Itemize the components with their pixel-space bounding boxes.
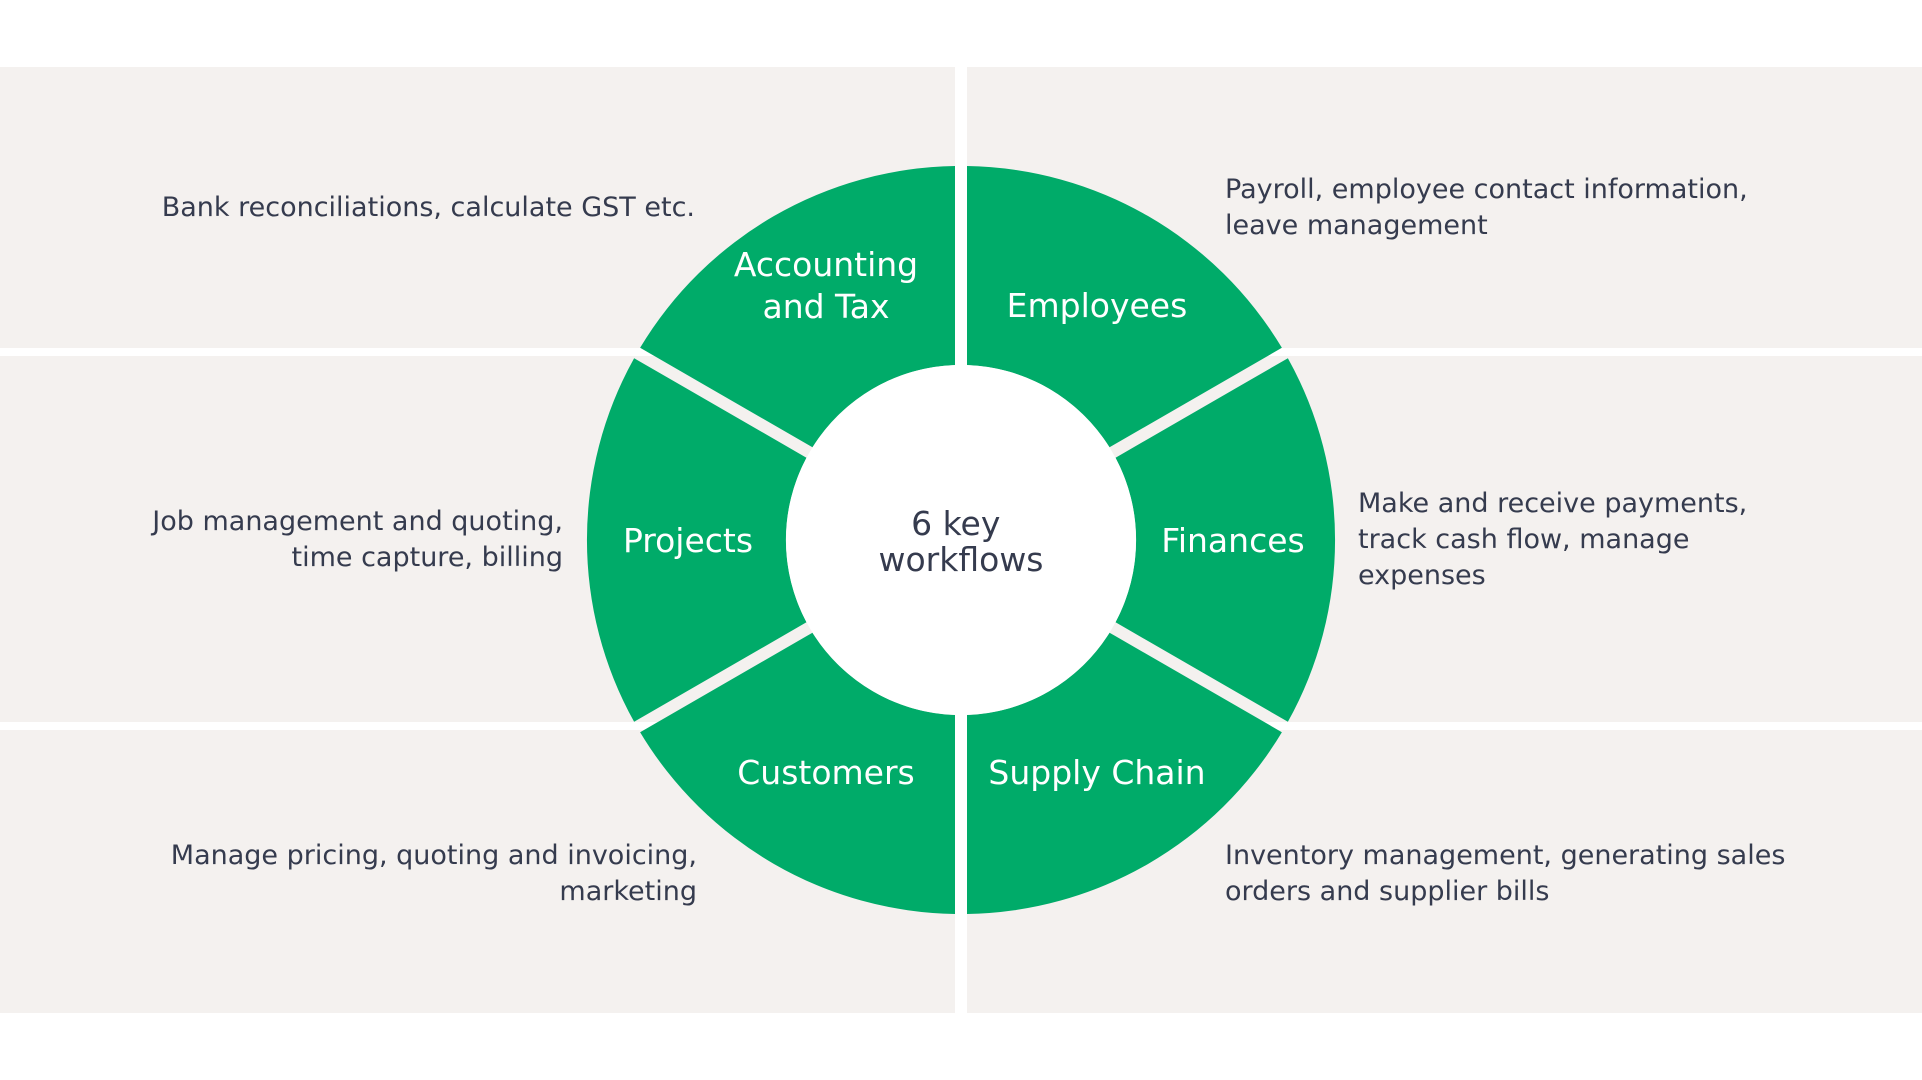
segment-label-line: Finances [1161,521,1304,560]
description-line: Bank reconciliations, calculate GST etc. [161,192,695,223]
segment-label-line: and Tax [762,287,889,326]
description-employees: Payroll, employee contact information, l… [1225,172,1748,244]
description-line: time capture, billing [291,542,564,573]
segment-label-customers: Customers [737,753,915,792]
description-line: track cash flow, manage [1358,524,1690,555]
description-line: expenses [1358,560,1486,591]
segment-customers [640,632,955,914]
wheel-center-circle [786,365,1136,715]
segment-label-employees: Employees [1007,286,1188,325]
description-customers: Manage pricing, quoting and invoicing, m… [171,838,697,910]
description-projects: Job management and quoting, time capture… [152,504,563,576]
description-supply-chain: Inventory management, generating sales o… [1225,838,1785,910]
segment-accounting-and-tax [640,166,955,448]
description-accounting-and-tax: Bank reconciliations, calculate GST etc. [162,190,695,226]
segment-label-line: Accounting [734,245,918,284]
segment-label-supply-chain: Supply Chain [988,753,1205,792]
segment-label-finances: Finances [1161,521,1304,560]
segment-label-projects: Projects [623,521,753,560]
description-line: leave management [1225,210,1488,241]
segment-supply-chain [967,632,1282,914]
description-line: Job management and quoting, [152,506,563,537]
center-label-line1: 6 key [911,504,1000,543]
segment-label-line: Employees [1007,286,1188,325]
segment-label-line: Customers [737,753,915,792]
segment-employees [967,166,1282,448]
description-line: orders and supplier bills [1225,876,1550,907]
description-line: Make and receive payments, [1358,488,1748,519]
description-line: Payroll, employee contact information, [1225,174,1748,205]
center-label-line2: workflows [878,540,1043,579]
segment-label-line: Projects [623,521,753,560]
description-line: Manage pricing, quoting and invoicing, [170,840,697,871]
center-label: 6 key workflows [878,504,1043,579]
description-line: Inventory management, generating sales [1225,840,1786,871]
segment-label-line: Supply Chain [988,753,1205,792]
segment-finances [1115,358,1336,722]
description-line: marketing [559,876,697,907]
description-finances: Make and receive payments, track cash fl… [1358,486,1747,594]
segment-projects [586,358,807,722]
